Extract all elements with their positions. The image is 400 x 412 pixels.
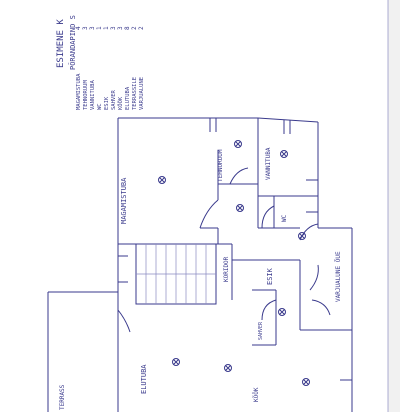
area-list-name: WC [97,103,103,110]
door-swings [117,167,331,333]
light-fixtures [158,140,310,386]
ceiling-light-icon [298,232,306,240]
ceiling-light-icon [302,378,310,386]
area-list-value: 3 [110,26,117,30]
area-list-name: ESIK [104,96,110,110]
title-block: ESIMENE K PÕRANDAPIND S [56,15,77,70]
ceiling-light-icon [172,358,180,366]
ceiling-light-icon [236,204,244,212]
ceiling-light-icon [158,176,166,184]
area-list-value: 4 [75,26,82,30]
area-list-name: ELUTUBA [125,86,131,110]
area-list-value: 1 [103,26,110,30]
ceiling-light-icon [280,150,288,158]
area-list-name: TEHNORUUM [83,80,89,110]
area-list-value: 1 [96,26,103,30]
area-list-name: SAHVER [111,89,117,110]
label-magamistuba: MAGAMISTUBA [120,177,128,224]
area-list-name: KÖÖK [117,96,124,110]
label-wc: WC [281,214,288,222]
label-koridor: KORIDOR [223,256,230,282]
label-elutuba: ELUTUBA [140,364,148,394]
ceiling-light-icon [278,308,286,316]
area-list-value: 3 [117,26,124,30]
label-kook: KÖÖK [253,387,260,402]
ceiling-light-icon [234,140,242,148]
label-terrass: TERRASS [59,384,66,410]
area-list-value: 2 [131,26,138,30]
label-esik: ESIK [266,267,274,285]
ceiling-light-icon [224,364,232,372]
area-list-name: MAGAMISTUBA [76,73,82,110]
label-tehnoruum: TEHNORUUM [217,149,224,182]
sheet-subtitle: PÕRANDAPIND S [68,15,77,70]
label-varjualune: VARJUALUNE ÕUE [335,251,342,302]
area-list-name: VARJUALUNE [139,77,145,110]
label-sahver: SAHVER [258,321,264,340]
room-labels: MAGAMISTUBA TEHNORUUM VANNITUBA WC KORID… [59,147,342,410]
paper-edge [388,0,400,412]
area-list-name: TERRASSILE [132,77,138,110]
area-list-name: VANNITUBA [90,80,96,110]
area-list-value: 3 [82,26,89,30]
staircase [135,243,217,305]
walls [47,117,353,412]
area-list-value: 8 [124,26,131,30]
label-vannituba: VANNITUBA [265,147,272,180]
area-list-value: 2 [138,26,145,30]
sheet-title: ESIMENE K [56,19,66,68]
window-marks [118,118,352,381]
area-list-value: 3 [89,26,96,30]
